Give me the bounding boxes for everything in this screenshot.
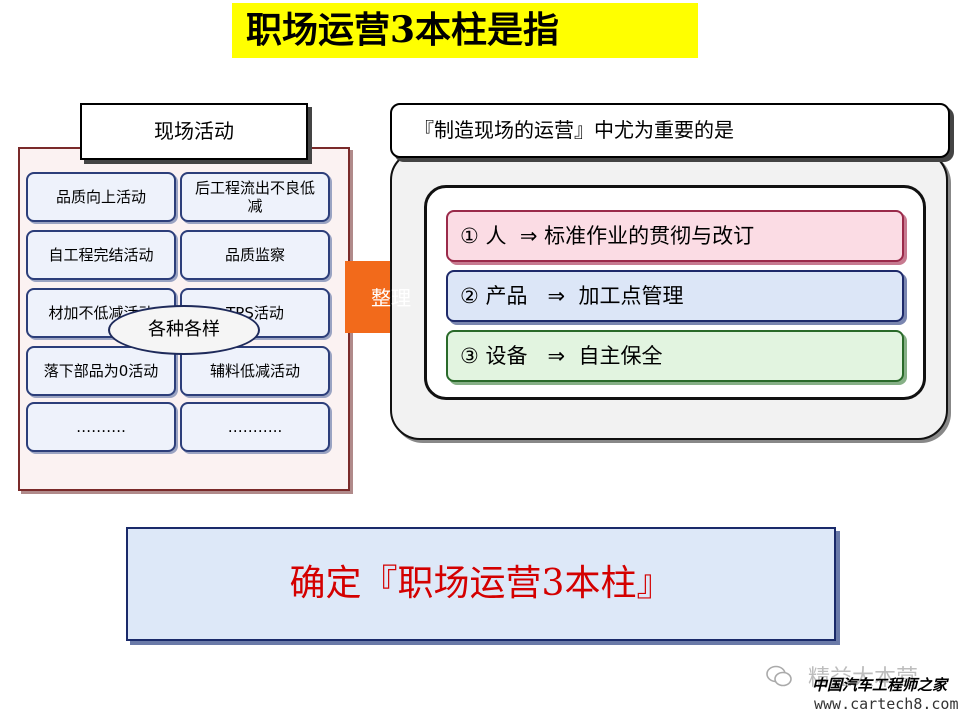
activity-box: 品质监察: [180, 230, 330, 280]
activity-box: ……….: [26, 402, 176, 452]
various-ellipse: 各种各样: [108, 305, 260, 355]
activity-box: 辅料低减活动: [180, 346, 330, 396]
activity-box: 自工程完结活动: [26, 230, 176, 280]
activity-box: 后工程流出不良低减: [180, 172, 330, 222]
pillar-equipment: ③ 设备 ⇒ 自主保全: [446, 330, 904, 382]
conclusion-box: 确定『职场运营3本柱』: [126, 527, 836, 641]
page-title: 职场运营3本柱是指: [232, 3, 698, 58]
activities-panel-label: 现场活动: [80, 103, 308, 160]
activity-box: 落下部品为0活动: [26, 346, 176, 396]
pillar-product: ② 产品 ⇒ 加工点管理: [446, 270, 904, 322]
watermark-account: 精益大本营: [808, 666, 919, 691]
pillar-people: ① 人 ⇒ 标准作业的贯彻与改订: [446, 210, 904, 262]
watermark-site-name: 中国汽车工程师之家: [812, 676, 948, 694]
arrow-label: 整理: [371, 286, 411, 310]
activity-box: ………..: [180, 402, 330, 452]
wechat-icon: [766, 665, 792, 687]
activity-box: 品质向上活动: [26, 172, 176, 222]
pillars-panel-label: 『制造现场的运营』中尤为重要的是: [390, 103, 950, 158]
watermark-url: www.cartech8.com: [814, 695, 959, 713]
